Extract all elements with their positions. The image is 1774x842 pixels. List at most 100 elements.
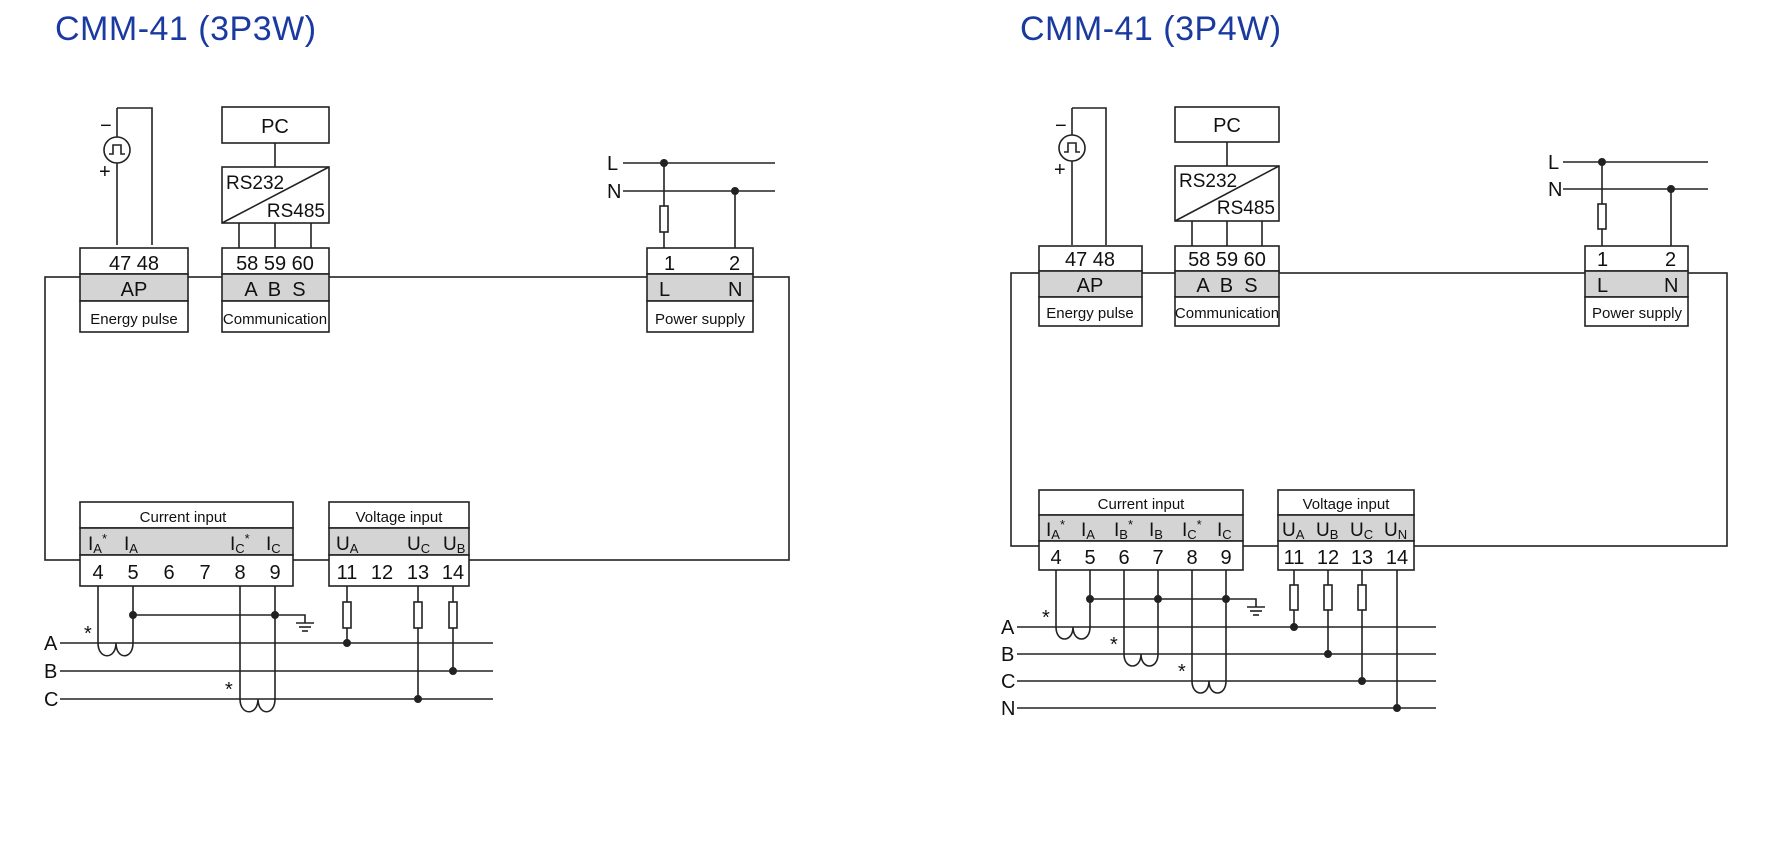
voltage-signal-ub: UB: [443, 534, 465, 556]
current-signal-ic-star: IC*: [230, 531, 250, 556]
supply-line-n-label: N: [1548, 179, 1562, 201]
diagram-title-3p3w: CMM-41 (3P3W): [55, 10, 317, 48]
communication-block: [221, 247, 330, 333]
current-input-caption: Current input: [140, 509, 228, 526]
pc-label: PC: [1213, 115, 1241, 137]
current-signal-ib: IB: [1149, 520, 1163, 542]
pulse-minus-label: −: [100, 115, 112, 137]
current-terminal-6: 6: [163, 562, 174, 584]
power-signal-l: L: [659, 279, 670, 301]
current-terminal-4: 4: [92, 562, 103, 584]
communication-terminals: 58 59 60: [236, 253, 314, 275]
voltage-input-block: [1277, 489, 1415, 571]
power-supply-block: [1584, 245, 1689, 327]
diagram-3p3w: − + PC RS232 RS485 47 48 AP Energy pulse…: [44, 106, 790, 713]
current-signal-ia-star: IA*: [88, 531, 107, 556]
converter-rs232-label: RS232: [1179, 171, 1237, 192]
voltage-terminal-11: 11: [1284, 547, 1305, 569]
voltage-terminal-12: 12: [1317, 547, 1339, 569]
voltage-signal-un: UN: [1384, 520, 1407, 542]
supply-line-n-label: N: [607, 181, 621, 203]
energy-pulse-block: [1038, 245, 1143, 327]
communication-signals: A B S: [244, 279, 305, 301]
supply-line-l-label: L: [607, 153, 618, 175]
ct-c-polarity-mark: *: [225, 679, 233, 701]
power-signal-n: N: [1664, 275, 1678, 297]
communication-terminals: 58 59 60: [1188, 249, 1266, 271]
converter-rs485-label: RS485: [1217, 198, 1275, 219]
voltage-input-caption: Voltage input: [1303, 496, 1391, 513]
voltage-terminal-11: 11: [337, 562, 358, 584]
pc-label: PC: [261, 116, 289, 138]
current-signal-ic: IC: [266, 534, 281, 556]
current-terminal-9: 9: [1220, 547, 1231, 569]
voltage-terminal-13: 13: [1351, 547, 1373, 569]
current-signal-ia-star: IA*: [1046, 517, 1065, 542]
power-signal-n: N: [728, 279, 742, 301]
current-terminal-7: 7: [1152, 547, 1163, 569]
energy-pulse-signal: AP: [1077, 275, 1104, 297]
voltage-signal-uc: UC: [407, 534, 430, 556]
converter-rs485-label: RS485: [267, 201, 325, 222]
energy-pulse-block: [79, 247, 189, 333]
diagram-3p4w: − + PC RS232 RS485 47 48 AP Energy pulse…: [1001, 106, 1728, 720]
voltage-signal-ub: UB: [1316, 520, 1338, 542]
ct-a-polarity-mark: *: [84, 623, 92, 645]
current-signal-ic-star: IC*: [1182, 517, 1202, 542]
current-terminal-4: 4: [1050, 547, 1061, 569]
voltage-input-caption: Voltage input: [356, 509, 444, 526]
phase-label-a: A: [1001, 617, 1015, 639]
power-terminal-1: 1: [1597, 249, 1608, 271]
energy-pulse-terminals: 47 48: [109, 253, 159, 275]
communication-caption: Communication: [223, 311, 327, 328]
phase-label-n: N: [1001, 698, 1015, 720]
current-input-block: [79, 501, 294, 587]
phase-label-b: B: [1001, 644, 1014, 666]
power-terminal-1: 1: [664, 253, 675, 275]
ct-a-polarity-mark: *: [1042, 607, 1050, 629]
current-signal-ic: IC: [1217, 520, 1232, 542]
energy-pulse-caption: Energy pulse: [90, 311, 178, 328]
pulse-plus-label: +: [1054, 159, 1066, 181]
energy-pulse-caption: Energy pulse: [1046, 305, 1134, 322]
current-terminal-8: 8: [234, 562, 245, 584]
power-terminal-2: 2: [729, 253, 740, 275]
power-supply-caption: Power supply: [1592, 305, 1683, 322]
current-signal-ia: IA: [1081, 520, 1095, 542]
ct-b-polarity-mark: *: [1110, 634, 1118, 656]
current-terminal-7: 7: [199, 562, 210, 584]
current-signal-ib-star: IB*: [1114, 517, 1133, 542]
communication-caption: Communication: [1175, 305, 1279, 322]
voltage-signal-uc: UC: [1350, 520, 1373, 542]
voltage-input-block: [328, 501, 470, 587]
voltage-terminal-13: 13: [407, 562, 429, 584]
voltage-signal-ua: UA: [1282, 520, 1305, 542]
current-signal-ia: IA: [124, 534, 138, 556]
voltage-terminal-14: 14: [1386, 547, 1408, 569]
current-terminal-6: 6: [1118, 547, 1129, 569]
pulse-counter: [103, 107, 153, 245]
power-supply-block: [646, 247, 754, 333]
phase-label-b: B: [44, 661, 57, 683]
pulse-minus-label: −: [1055, 115, 1067, 137]
phase-label-a: A: [44, 633, 58, 655]
power-signal-l: L: [1597, 275, 1608, 297]
converter-rs232-label: RS232: [226, 173, 284, 194]
current-input-block: [1038, 489, 1244, 571]
communication-signals: A B S: [1196, 275, 1257, 297]
pulse-counter: [1058, 107, 1107, 245]
power-supply-caption: Power supply: [655, 311, 746, 328]
diagram-title-3p4w: CMM-41 (3P4W): [1020, 10, 1282, 48]
current-terminal-9: 9: [269, 562, 280, 584]
current-terminal-5: 5: [127, 562, 138, 584]
current-terminal-5: 5: [1084, 547, 1095, 569]
energy-pulse-signal: AP: [121, 279, 148, 301]
current-input-caption: Current input: [1098, 496, 1186, 513]
voltage-terminal-12: 12: [371, 562, 393, 584]
ct-c-polarity-mark: *: [1178, 661, 1186, 683]
pulse-plus-label: +: [99, 161, 111, 183]
voltage-terminal-14: 14: [442, 562, 464, 584]
supply-line-l-label: L: [1548, 152, 1559, 174]
energy-pulse-terminals: 47 48: [1065, 249, 1115, 271]
